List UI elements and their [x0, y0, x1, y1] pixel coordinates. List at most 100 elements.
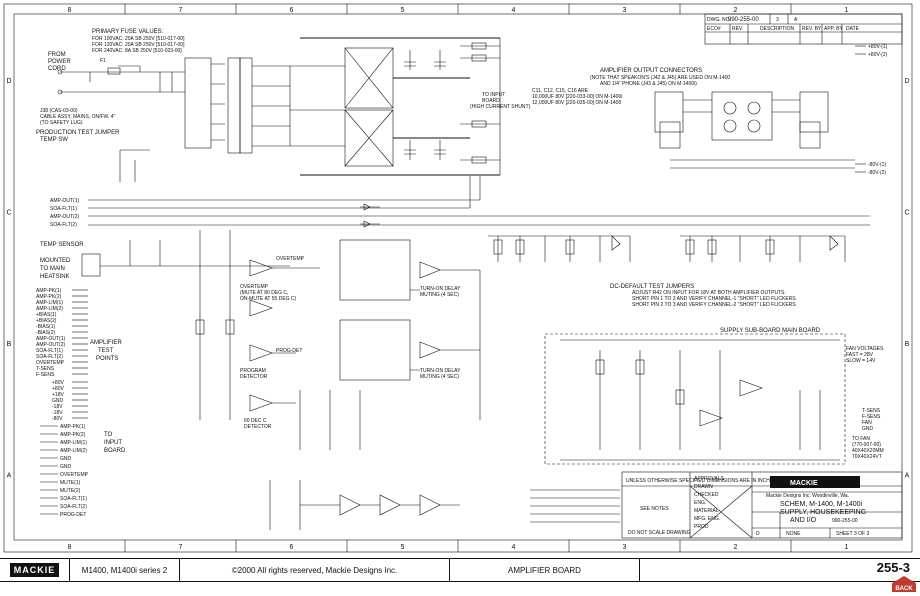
from-cord-2: POWER: [48, 59, 71, 65]
primary-circuit: [57, 57, 225, 182]
diag-label: GND: [862, 426, 874, 432]
to-fan-3: 40X40X20MM: [852, 448, 884, 454]
io-pin-label: AMP-LIM(2): [60, 448, 87, 454]
approval-row: MATERIAL: [694, 508, 719, 514]
to-input-2: INPUT: [104, 440, 122, 446]
rail-label: -80V-(2): [868, 170, 886, 176]
revision-header: DESCRIPTION: [760, 26, 795, 32]
sheet-label: SHEET 3 OF 3: [836, 531, 869, 537]
io-pin-label: -80V: [52, 416, 63, 422]
turn-on-1-line-2: MUTING (4 SEC): [420, 292, 459, 298]
turn-on-delay-circuits: [299, 239, 481, 450]
power-transformer: [227, 57, 291, 154]
dwg-no-label: DWG. NO.: [707, 17, 731, 23]
overtemp-note-1: OVERTEMP: [240, 284, 269, 290]
io-pin-label: -BIAS(1): [36, 324, 56, 330]
back-label[interactable]: BACK: [895, 586, 913, 592]
fuse-line-3: FOR 240VAC: 8A SB 250V [510-023-00]: [92, 48, 182, 54]
cap-note-3: 12,000UF 80V [220-035-00] ON M-1400: [532, 100, 621, 106]
fan-volt-1: FAN VOLTAGES: [846, 346, 884, 352]
io-pin-label: PROG-DET: [60, 512, 86, 518]
overtemp-note-3: ON-MUTE AT 55 DEG C): [240, 296, 297, 302]
fuse-line-1: FOR 100VAC: 20A SB 250V [510-017-00]: [92, 36, 185, 42]
revision-header: ECO#: [707, 26, 721, 32]
turn-on-2-line-1: TURN-ON DELAY: [420, 368, 461, 374]
net-label: AMP-OUT(1): [50, 198, 80, 204]
title-line-3: AND I/O: [790, 517, 817, 524]
from-cord-3: CORD: [48, 66, 66, 72]
cable-note-3: (TO SAFETY LUG): [40, 120, 83, 126]
zone-col-bottom-1: 1: [845, 544, 849, 551]
page-number: 255-3: [876, 560, 910, 575]
fuse-title: PRIMARY FUSE VALUES:: [92, 29, 164, 35]
io-pin-label: +80V: [52, 386, 64, 392]
mounted-1: MOUNTED: [40, 258, 71, 264]
overtemp-label: OVERTEMP: [276, 256, 305, 262]
supply-sub-board-label: SUPPLY SUB-BOARD MAIN BOARD: [720, 328, 821, 334]
out-conn-title: AMPLIFIER OUTPUT CONNECTORS: [600, 68, 702, 74]
approval-row: PROD: [694, 524, 709, 530]
temp-sensor-circuit: [81, 230, 320, 420]
dwg-no: 990-255-00: [728, 17, 759, 23]
to-input-1: TO: [104, 432, 113, 438]
zone-col-bottom-5: 5: [401, 544, 405, 551]
io-pin-label: GND: [60, 456, 72, 462]
io-pin-label: MUTE(1): [60, 480, 81, 486]
title-line-1: SCHEM, M-1400, M-1400i: [780, 501, 863, 508]
title-block: [621, 471, 903, 539]
mackie-logo: MACKIE: [9, 563, 60, 577]
io-pin-label: GND: [52, 398, 64, 404]
turn-on-2-line-2: MUTING (4 SEC): [420, 374, 459, 380]
program-detector-2: DETECTOR: [240, 374, 268, 380]
revision-block: [704, 13, 903, 45]
back-button[interactable]: BACK: [892, 576, 916, 592]
scale: NONE: [786, 531, 801, 537]
size: D: [756, 531, 760, 537]
output-connectors: [654, 91, 855, 169]
io-pin-label: SOA-FLT(1): [60, 496, 87, 502]
program-detector-1: PROGRAM: [240, 368, 266, 374]
net-label: SOA-FLT(1): [50, 206, 77, 212]
io-pin-label: F-SENS: [36, 372, 55, 378]
title-logo: MACKIE: [790, 480, 818, 487]
tb-dwg-no: 990-255-00: [832, 518, 858, 524]
zone-col-bottom-7: 7: [179, 544, 183, 551]
to-input-right-1: TO INPUT: [482, 92, 505, 98]
zone-col-top-7: 7: [179, 7, 183, 14]
diag-label: FAN: [862, 420, 872, 426]
footer-logo-cell: MACKIE: [0, 559, 70, 581]
to-input-right-3: (HIGH CURRENT SHUNT): [470, 104, 531, 110]
io-pin-label: +80V: [52, 380, 64, 386]
rail-fuses: [460, 38, 501, 175]
io-pin-label: MUTE(2): [60, 488, 81, 494]
to-input-right-2: BOARD: [482, 98, 500, 104]
zone-col-bottom-3: 3: [623, 544, 627, 551]
amp-test-1: AMPLIFIER: [90, 340, 122, 346]
dc-default-title: DC-DEFAULT TEST JUMPERS: [610, 284, 694, 290]
io-pin-label: AMP-LIM(1): [36, 300, 63, 306]
zone-row-right-A: A: [905, 472, 910, 479]
zone-row-left-C: C: [6, 209, 11, 216]
rail-label: +80V-(1): [868, 44, 888, 50]
zone-row-right-D: D: [904, 78, 909, 85]
zone-row-right-C: C: [904, 209, 909, 216]
sec-notes: SEE NOTES: [640, 506, 669, 512]
rail-label: -80V-(1): [868, 162, 886, 168]
zone-row-right-B: B: [905, 341, 910, 348]
prog-det-label: PROG-DET: [276, 348, 302, 354]
turn-on-1-line-1: TURN-ON DELAY: [420, 286, 461, 292]
net-labels-left: AMP-OUT(1)SOA-FLT(1)AMP-OUT(2)SOA-FLT(2): [50, 198, 80, 228]
zone-row-left-A: A: [7, 472, 12, 479]
io-connector-left-c: AMP-PK(1)AMP-PK(2)AMP-LIM(1)AMP-LIM(2)GN…: [40, 424, 89, 518]
io-pin-label: -BIAS(2): [36, 330, 56, 336]
bridge-rectifiers: [290, 37, 500, 176]
zone-col-top-8: 8: [68, 7, 72, 14]
revision-header: REV.: [732, 26, 743, 32]
cable-note-1: J38 (CAS-03-00): [40, 108, 78, 114]
io-connector-left: AMP-PK(1)AMP-PK(2)AMP-LIM(1)AMP-LIM(2)+B…: [36, 288, 88, 378]
mounted-2: TO MAIN: [40, 266, 65, 272]
to-input-3: BOARD: [104, 448, 126, 454]
from-cord-1: FROM: [48, 52, 66, 58]
